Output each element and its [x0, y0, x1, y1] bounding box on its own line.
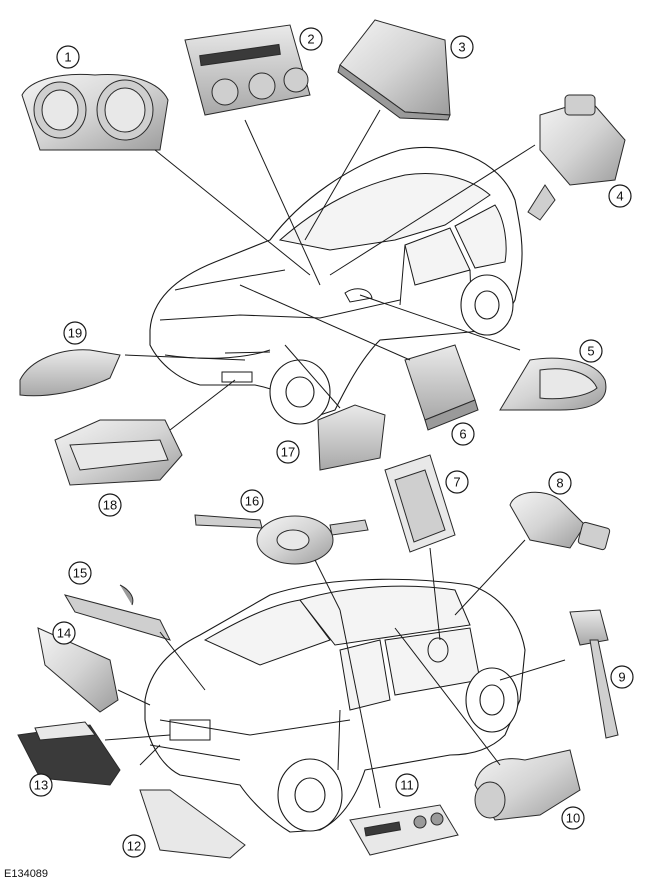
component-height-sensor — [569, 609, 619, 739]
component-instrument-cluster — [21, 73, 169, 151]
figure-reference-id: E134089 — [4, 868, 49, 880]
rear-vehicle-view — [144, 578, 526, 833]
callout-15-label: 15 — [73, 566, 87, 581]
component-motor-10 — [474, 749, 581, 821]
component-control-module-6 — [404, 344, 479, 431]
callout-2: 2 — [299, 27, 323, 51]
callout-8-label: 8 — [556, 476, 563, 491]
callout-6-label: 6 — [459, 427, 466, 442]
callout-14: 14 — [52, 621, 76, 645]
callout-11-label: 11 — [400, 778, 414, 793]
callout-18-label: 18 — [103, 498, 117, 513]
callout-5: 5 — [579, 339, 603, 363]
callout-3: 3 — [450, 35, 474, 59]
component-switch-pack — [349, 804, 459, 856]
component-door-mirror — [499, 357, 607, 411]
callout-16-label: 16 — [245, 494, 259, 509]
callout-1-label: 1 — [64, 50, 71, 65]
callout-15: 15 — [68, 561, 92, 585]
component-stop-lamp-15 — [63, 584, 171, 641]
component-fuse-box — [384, 454, 456, 553]
callout-4: 4 — [608, 184, 632, 208]
callout-7-label: 7 — [453, 475, 460, 490]
callout-17: 17 — [276, 440, 300, 464]
callout-9-label: 9 — [618, 670, 625, 685]
component-actuator-4 — [527, 94, 626, 221]
component-control-module-3 — [337, 19, 451, 121]
callout-9: 9 — [610, 665, 634, 689]
callout-4-label: 4 — [616, 189, 623, 204]
callout-8: 8 — [548, 471, 572, 495]
callout-12: 12 — [122, 834, 146, 858]
component-tail-lamp-13 — [17, 721, 121, 786]
component-rear-lamp-14 — [37, 627, 119, 713]
callout-5-label: 5 — [587, 344, 594, 359]
callout-7: 7 — [445, 470, 469, 494]
callout-10-label: 10 — [566, 811, 580, 826]
callout-17-label: 17 — [281, 445, 295, 460]
leader-lines — [104, 109, 566, 809]
callout-13: 13 — [29, 773, 53, 797]
callout-2-label: 2 — [307, 32, 314, 47]
component-control-unit-17 — [317, 404, 386, 471]
callout-12-label: 12 — [127, 839, 141, 854]
callout-3-label: 3 — [458, 40, 465, 55]
callout-1: 1 — [56, 45, 80, 69]
component-headlamp-18 — [54, 419, 183, 486]
component-sensor-8 — [509, 491, 611, 551]
component-bracket-12 — [139, 789, 246, 859]
callout-6: 6 — [451, 422, 475, 446]
callout-14-label: 14 — [57, 626, 71, 641]
callout-10: 10 — [561, 806, 585, 830]
callout-18: 18 — [98, 493, 122, 517]
callout-19: 19 — [63, 321, 87, 345]
callout-11: 11 — [395, 773, 419, 797]
callout-13-label: 13 — [34, 778, 48, 793]
component-steering-column-switch — [194, 514, 369, 565]
front-vehicle-view — [149, 146, 523, 425]
callout-16: 16 — [240, 489, 264, 513]
callout-19-label: 19 — [68, 326, 82, 341]
component-fog-lamp-trim — [19, 349, 121, 397]
component-climate-control-panel — [184, 24, 311, 116]
